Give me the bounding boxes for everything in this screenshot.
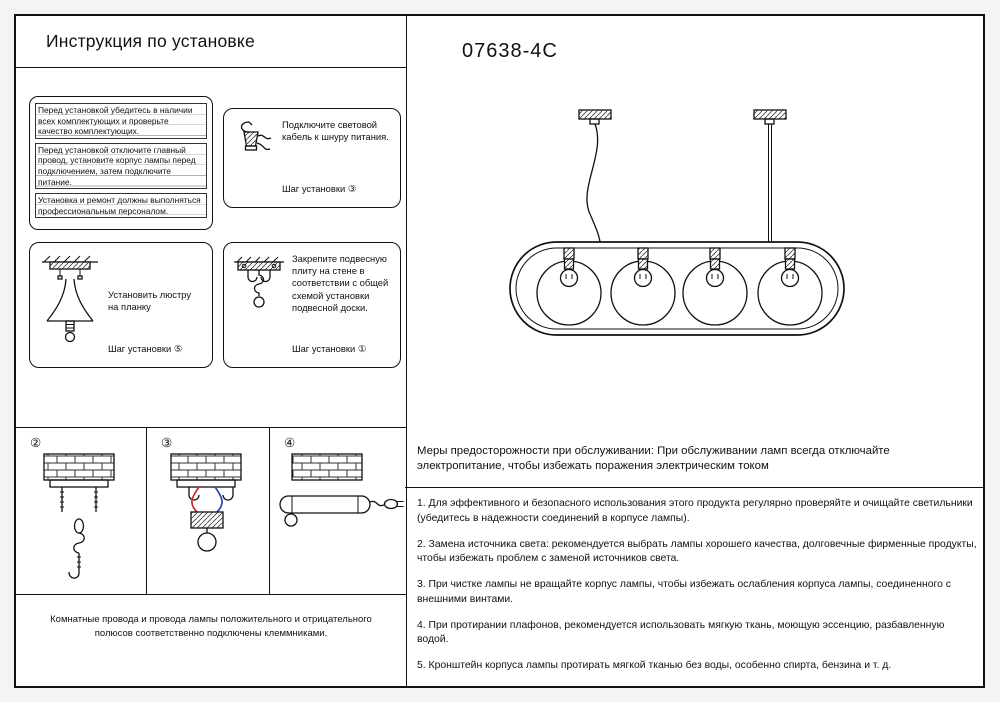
wire-connection-diagram — [170, 453, 242, 552]
page-title: Инструкция по установке — [46, 31, 255, 51]
note-line: Установка и ремонт должны выполняться пр… — [35, 193, 207, 219]
step-text: Установить люстру на планку — [108, 289, 192, 313]
header: Инструкция по установке — [16, 16, 406, 68]
step-box-connect-cable: Подключите световой кабель к шнуру питан… — [223, 108, 401, 208]
maintenance-item: 3. При чистке лампы не вращайте корпус л… — [417, 579, 951, 605]
maintenance-item: 4. При протирании плафонов, рекомендуетс… — [417, 619, 945, 646]
panel-step-2: ② — [16, 428, 147, 594]
note-line: Перед установкой отключите главный прово… — [35, 142, 207, 190]
rod-and-plug-diagram — [279, 453, 404, 527]
step-text: Закрепите подвесную плиту на стене в соо… — [292, 253, 389, 313]
ceiling-canopy-icon — [42, 255, 98, 343]
maintenance-item: 1. Для эффективного и безопасного исполь… — [417, 498, 973, 524]
wiring-panels: ② ③ — [16, 427, 406, 595]
panel-label: ③ — [161, 436, 173, 450]
step-text: Подключите световой кабель к шнуру питан… — [282, 119, 389, 143]
preparation-notes-box: Перед установкой убедитесь в наличии все… — [29, 96, 213, 230]
mounting-plate-icon — [234, 256, 284, 308]
hook-rod-mounting-diagram — [43, 453, 115, 579]
maintenance-item: 2. Замена источника света: рекомендуется… — [417, 538, 977, 565]
product-drawing — [432, 96, 952, 361]
instruction-sheet: Инструкция по установке Перед установкой… — [14, 14, 985, 688]
maintenance-list: 1. Для эффективного и безопасного исполь… — [417, 497, 977, 674]
live-wire — [191, 486, 200, 513]
pendant-lamp-diagram — [509, 109, 845, 336]
divider — [405, 487, 983, 488]
note-line: Перед установкой убедитесь в наличии все… — [35, 103, 207, 139]
model-number: 07638-4C — [462, 40, 558, 62]
maintenance-item: 5. Кронштейн корпуса лампы протирать мяг… — [417, 660, 892, 672]
wiring-note: Комнатные провода и провода лампы положи… — [50, 614, 372, 639]
step-label: Шаг установки ① — [292, 343, 367, 354]
neutral-wire — [214, 486, 223, 513]
maintenance-caution: Меры предосторожности при обслуживании: … — [417, 445, 890, 473]
panel-step-4: ④ — [270, 428, 406, 594]
step-box-mount-plate: Закрепите подвесную плиту на стене в соо… — [223, 242, 401, 368]
right-column: 07638-4C — [405, 16, 983, 686]
panel-label: ② — [30, 436, 42, 450]
step-label: Шаг установки ③ — [282, 183, 357, 194]
panel-label: ④ — [284, 436, 296, 450]
left-column: Инструкция по установке Перед установкой… — [16, 16, 406, 686]
lamp-socket-icon — [240, 121, 272, 151]
step-box-mount-chandelier: Установить люстру на планку Шаг установк… — [29, 242, 213, 368]
step-label: Шаг установки ⑤ — [108, 343, 183, 354]
panel-step-3: ③ — [147, 428, 270, 594]
